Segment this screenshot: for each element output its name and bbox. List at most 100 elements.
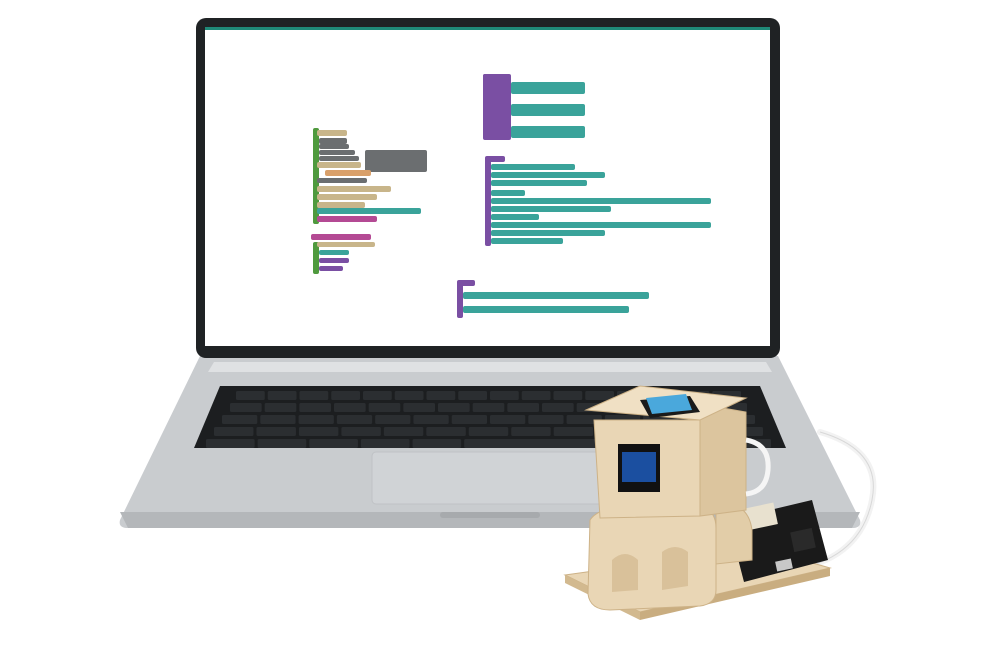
laptop-notch xyxy=(440,512,540,518)
code-block xyxy=(491,238,563,244)
keyboard-key xyxy=(413,415,449,424)
keyboard-key xyxy=(426,427,466,436)
keyboard-key xyxy=(468,427,509,436)
humidity-sensor-icon xyxy=(640,394,700,418)
keyboard-key xyxy=(298,427,339,436)
code-block xyxy=(463,292,649,299)
code-block xyxy=(491,172,605,178)
keyboard-key xyxy=(368,403,401,412)
code-block xyxy=(457,280,463,318)
code-block xyxy=(319,144,349,149)
keyboard-key xyxy=(566,415,602,424)
keyboard-key xyxy=(298,415,334,424)
code-block xyxy=(311,234,371,240)
code-block xyxy=(491,230,605,236)
code-block xyxy=(325,170,371,176)
code-block xyxy=(317,216,377,222)
code-block xyxy=(317,186,391,192)
keyboard-key xyxy=(360,439,410,448)
keyboard-key xyxy=(490,391,519,400)
robot-leg-cutout xyxy=(612,554,638,592)
code-block xyxy=(459,280,475,286)
keyboard-key xyxy=(472,403,505,412)
code-block xyxy=(319,150,355,155)
code-block xyxy=(319,138,347,144)
keyboard-key xyxy=(585,391,614,400)
keyboard-key xyxy=(451,415,487,424)
code-block xyxy=(317,178,367,183)
pcb-usb-port xyxy=(775,558,793,572)
code-block xyxy=(491,214,539,220)
keyboard-key xyxy=(236,391,265,400)
keyboard-key xyxy=(528,415,564,424)
code-block xyxy=(511,104,585,116)
robot-legs xyxy=(587,505,717,611)
code-block xyxy=(317,194,377,200)
code-block xyxy=(483,74,509,80)
keyboard-key xyxy=(375,415,411,424)
keyboard-key xyxy=(511,427,551,436)
code-block xyxy=(487,156,505,162)
code-block xyxy=(317,208,421,214)
keyboard-key xyxy=(438,403,470,412)
oled-screen xyxy=(622,452,656,482)
sensor-body xyxy=(646,394,692,414)
code-block xyxy=(491,222,711,228)
keyboard-key xyxy=(299,403,331,412)
keyboard-key xyxy=(331,391,360,400)
code-block xyxy=(317,130,347,136)
keyboard-key xyxy=(521,391,551,400)
keyboard-key xyxy=(458,391,487,400)
keyboard-key xyxy=(341,427,381,436)
keyboard-key xyxy=(264,403,297,412)
keyboard-key xyxy=(394,391,424,400)
keyboard-key xyxy=(412,439,462,448)
code-block xyxy=(317,162,361,168)
keyboard-key xyxy=(426,391,456,400)
code-block xyxy=(463,306,629,313)
robot-handle xyxy=(745,437,771,497)
keyboard-key xyxy=(334,403,366,412)
oled-display-icon xyxy=(618,444,660,492)
keyboard-key xyxy=(214,427,254,436)
code-block xyxy=(491,164,575,170)
pcb-jack xyxy=(790,527,816,553)
code-block xyxy=(319,266,343,271)
code-block xyxy=(491,198,711,204)
keyboard-key xyxy=(256,427,296,436)
keyboard-key xyxy=(336,415,373,424)
keyboard-key xyxy=(490,415,526,424)
keyboard-key xyxy=(542,403,574,412)
screen-top-bar xyxy=(205,27,770,31)
code-block xyxy=(317,242,375,247)
code-block xyxy=(319,258,349,263)
code-block xyxy=(491,190,525,196)
laptop-base-highlight xyxy=(208,362,772,372)
keyboard-key xyxy=(553,427,594,436)
keyboard-key xyxy=(222,415,258,424)
robot-head-side xyxy=(699,403,747,517)
code-block xyxy=(319,250,349,255)
keyboard-key xyxy=(299,391,329,400)
code-block xyxy=(365,150,427,172)
keyboard-key xyxy=(230,403,262,412)
code-block xyxy=(313,242,319,274)
code-block xyxy=(491,206,611,212)
code-block xyxy=(483,74,511,140)
keyboard-key xyxy=(464,439,617,448)
keyboard-key xyxy=(267,391,297,400)
keyboard-key xyxy=(363,391,392,400)
block-code-editor-canvas xyxy=(205,30,770,346)
code-block xyxy=(511,82,585,94)
keyboard-key xyxy=(206,439,255,448)
code-block xyxy=(491,180,587,186)
code-block xyxy=(319,156,359,161)
code-block xyxy=(511,126,585,138)
robot-leg-cutout-2 xyxy=(662,547,688,590)
controller-board-icon xyxy=(728,500,828,582)
code-block xyxy=(317,202,365,208)
keyboard-key xyxy=(257,439,307,448)
code-block xyxy=(313,128,319,224)
keyboard-key xyxy=(309,439,358,448)
